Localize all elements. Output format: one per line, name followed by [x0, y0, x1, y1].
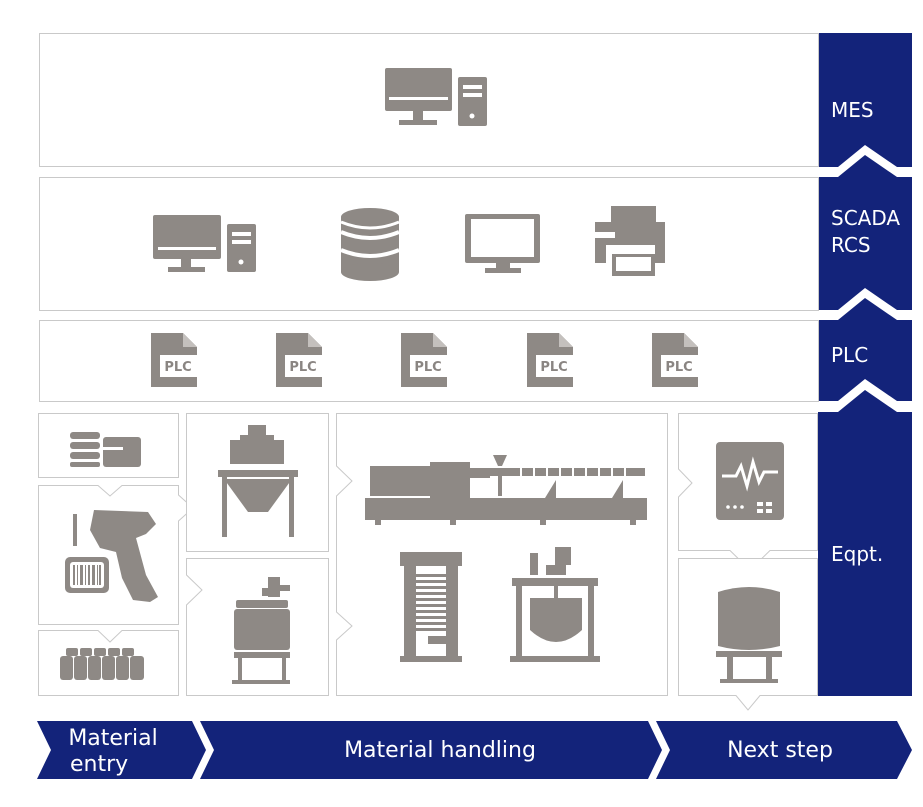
plc-icon: PLC [401, 333, 447, 387]
plc-icon-text: PLC [164, 360, 191, 375]
desktop-computer-icon [153, 215, 256, 272]
plc-icon: PLC [276, 333, 322, 387]
layer-strip [818, 298, 912, 401]
plc-icon-text: PLC [414, 360, 441, 375]
plc-icon-text: PLC [540, 360, 567, 375]
press-icon [400, 552, 462, 662]
sample-vials-icon [60, 648, 144, 680]
layer-strip [818, 33, 912, 167]
material-handling-arrow [200, 721, 662, 779]
plc-icon-text: PLC [289, 360, 316, 375]
next-step-label: Next step [727, 738, 833, 763]
plc-icon: PLC [527, 333, 573, 387]
desktop-computer-icon [385, 68, 487, 126]
plc-icon: PLC [652, 333, 698, 387]
material-entry-label: Material entry [68, 726, 158, 777]
analyzer-icon [716, 442, 784, 520]
mixing-tank-icon [232, 577, 290, 684]
storage-tank-icon [716, 587, 782, 683]
layer-strip [818, 155, 912, 310]
silo-hopper-icon [218, 425, 298, 537]
eqpt-label: Eqpt. [831, 542, 884, 566]
scada-label: SCADA RCS [831, 206, 901, 257]
monitor-icon [465, 214, 540, 273]
mes-label: MES [831, 98, 874, 122]
material-handling-label: Material handling [344, 738, 536, 763]
reactor-icon [510, 547, 600, 662]
next-step-arrow [656, 721, 912, 779]
material-entry-arrow [37, 721, 206, 779]
printer-icon [595, 206, 665, 276]
barcode-scanner-icon [65, 510, 158, 602]
plc-icon-text: PLC [665, 360, 692, 375]
plc-icon: PLC [151, 333, 197, 387]
layer-strip [818, 390, 912, 696]
plc-label: PLC [831, 343, 869, 367]
database-icon [340, 208, 400, 281]
extruder-icon [365, 455, 647, 525]
material-bags-icon [70, 432, 141, 467]
